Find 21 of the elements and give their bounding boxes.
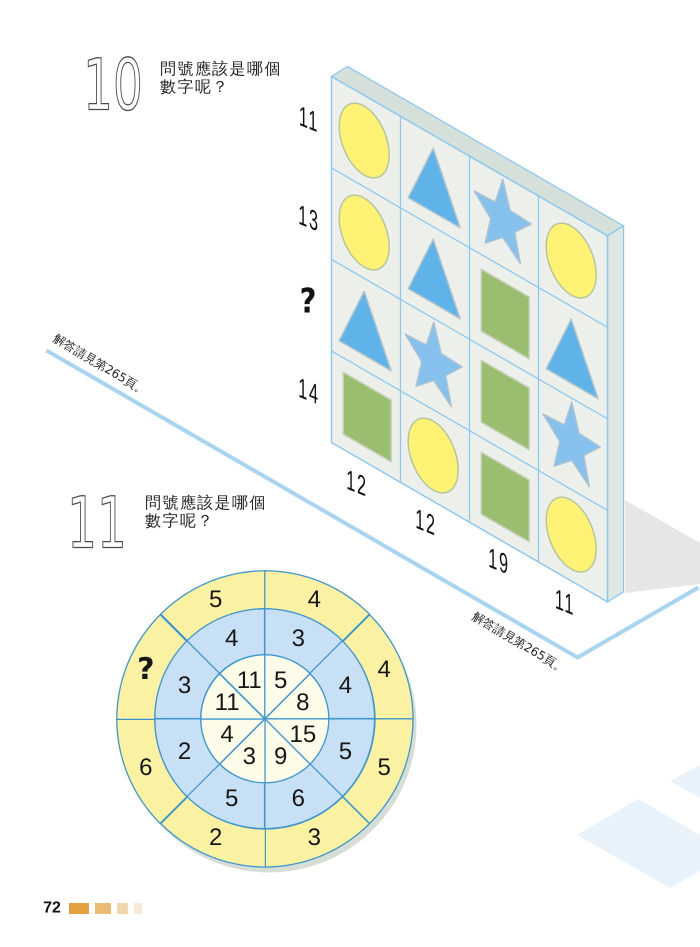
puzzle-number: 11 (67, 495, 127, 551)
sum-number: 14 (298, 376, 320, 408)
star-symbol (404, 321, 464, 408)
star-symbol (473, 178, 533, 265)
sum-number: 11 (298, 104, 320, 136)
ring-segment: 2 (154, 718, 221, 798)
sum-number: 19 (488, 546, 510, 578)
sum-number: 12 (415, 507, 437, 539)
star-symbol (542, 400, 602, 488)
triangle-symbol (406, 146, 462, 229)
page-number: 72 (43, 902, 61, 916)
sum-number: 11 (554, 588, 576, 618)
triangle-symbol (406, 238, 462, 320)
question-mark: ? (300, 288, 316, 316)
question-text: 問號應該是哪個數字呢？ (160, 60, 283, 96)
triangle-symbol (338, 290, 392, 372)
sum-number: 13 (298, 203, 320, 235)
puzzle-number: 10 (83, 57, 143, 113)
triangle-symbol (544, 318, 600, 400)
sum-number: 12 (346, 468, 368, 500)
question-text: 問號應該是哪個數字呢？ (145, 494, 268, 530)
